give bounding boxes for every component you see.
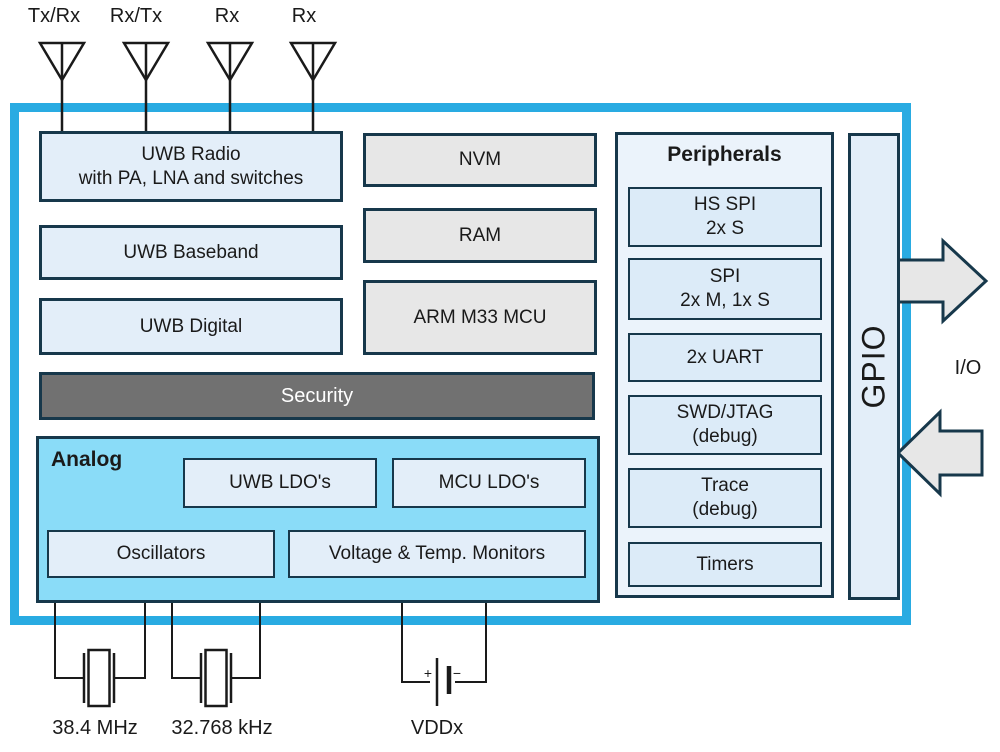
block-uwb-baseband: UWB Baseband bbox=[39, 225, 343, 280]
timers-label: Timers bbox=[696, 553, 754, 575]
peripherals-title: Peripherals bbox=[667, 143, 782, 166]
block-security: Security bbox=[39, 372, 595, 420]
crystal2-label: 32.768 kHz bbox=[171, 717, 273, 739]
hs-spi-line2: 2x S bbox=[705, 218, 745, 239]
nvm-label: NVM bbox=[458, 149, 502, 170]
block-uwb-digital: UWB Digital bbox=[39, 298, 343, 355]
block-uwb-radio: UWB Radio with PA, LNA and switches bbox=[39, 131, 343, 202]
supply-label: VDDx bbox=[410, 717, 464, 739]
battery-plus-label: + bbox=[423, 665, 433, 681]
analog-title: Analog bbox=[51, 448, 123, 471]
antenna-label-2: Rx/Tx bbox=[109, 5, 163, 27]
voltage-temp-monitors-label: Voltage & Temp. Monitors bbox=[328, 543, 546, 564]
swd-jtag-line1: SWD/JTAG bbox=[676, 402, 774, 423]
uwb-baseband-label: UWB Baseband bbox=[123, 241, 259, 263]
uwb-radio-line1: UWB Radio bbox=[141, 143, 241, 165]
gpio-label: GPIO bbox=[855, 324, 892, 409]
block-swd-jtag: SWD/JTAG (debug) bbox=[628, 395, 822, 455]
security-label: Security bbox=[280, 385, 354, 407]
block-spi: SPI 2x M, 1x S bbox=[628, 258, 822, 320]
uwb-digital-label: UWB Digital bbox=[139, 315, 243, 337]
trace-line2: (debug) bbox=[692, 499, 758, 520]
block-uwb-ldos: UWB LDO's bbox=[183, 458, 377, 508]
block-oscillators: Oscillators bbox=[47, 530, 275, 578]
spi-line2: 2x M, 1x S bbox=[680, 290, 770, 311]
block-timers: Timers bbox=[628, 542, 822, 587]
battery-minus-label: − bbox=[452, 665, 462, 681]
mcu-ldos-label: MCU LDO's bbox=[438, 472, 540, 493]
oscillators-label: Oscillators bbox=[116, 543, 206, 564]
antenna-label-1: Tx/Rx bbox=[27, 5, 81, 27]
block-nvm: NVM bbox=[363, 133, 597, 187]
block-mcu-ldos: MCU LDO's bbox=[392, 458, 586, 508]
uart-label: 2x UART bbox=[686, 346, 764, 368]
antenna-label-4: Rx bbox=[291, 5, 317, 27]
block-hs-spi: HS SPI 2x S bbox=[628, 187, 822, 247]
antenna-label-3: Rx bbox=[214, 5, 240, 27]
block-uart: 2x UART bbox=[628, 333, 822, 382]
trace-line1: Trace bbox=[701, 475, 749, 496]
spi-line1: SPI bbox=[709, 266, 741, 287]
crystal1-label: 38.4 MHz bbox=[52, 717, 138, 739]
swd-jtag-line2: (debug) bbox=[692, 426, 758, 447]
block-trace: Trace (debug) bbox=[628, 468, 822, 528]
uwb-radio-line2: with PA, LNA and switches bbox=[78, 167, 304, 189]
arm-m33-mcu-label: ARM M33 MCU bbox=[413, 306, 547, 328]
block-ram: RAM bbox=[363, 208, 597, 263]
block-arm-m33-mcu: ARM M33 MCU bbox=[363, 280, 597, 355]
block-gpio: GPIO bbox=[848, 133, 900, 600]
uwb-ldos-label: UWB LDO's bbox=[229, 472, 331, 493]
hs-spi-line1: HS SPI bbox=[693, 194, 757, 215]
block-voltage-temp-monitors: Voltage & Temp. Monitors bbox=[288, 530, 586, 578]
io-label: I/O bbox=[954, 357, 982, 379]
ram-label: RAM bbox=[458, 224, 502, 246]
